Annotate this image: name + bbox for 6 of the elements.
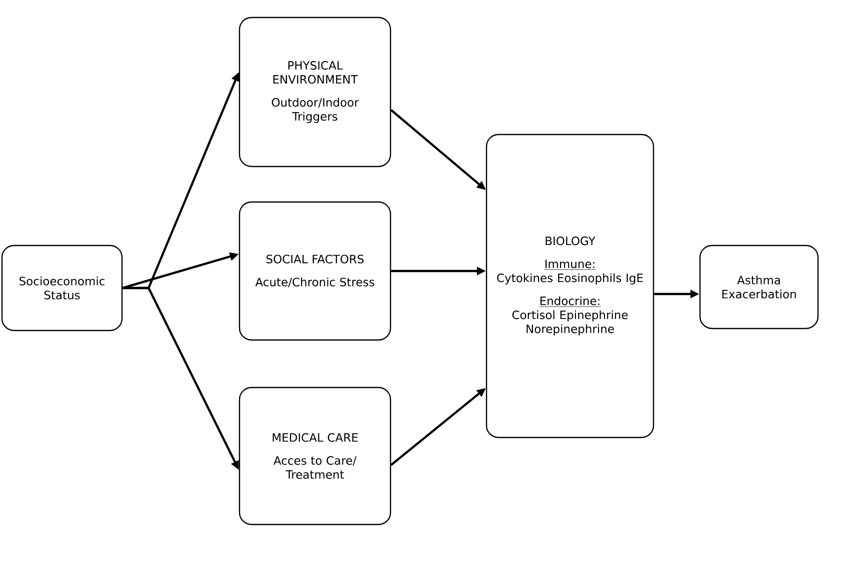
process-box: Asthma Exacerbation <box>699 244 819 330</box>
process-box: PHYSICAL ENVIRONMENT Outdoor/Indoor Triggers <box>238 16 392 168</box>
process-box: MEDICAL CARE Acces to Care/ Treatment <box>238 386 392 526</box>
process-box: Socioeconomic Status <box>1 244 123 332</box>
process-box: BIOLOGY Immune: Cytokines Eosinophils IgE Endocrine: Cortisol Epinephrine Norepinephrine <box>486 134 654 438</box>
process-box: SOCIAL FACTORS Acute/Chronic Stress <box>238 201 392 341</box>
